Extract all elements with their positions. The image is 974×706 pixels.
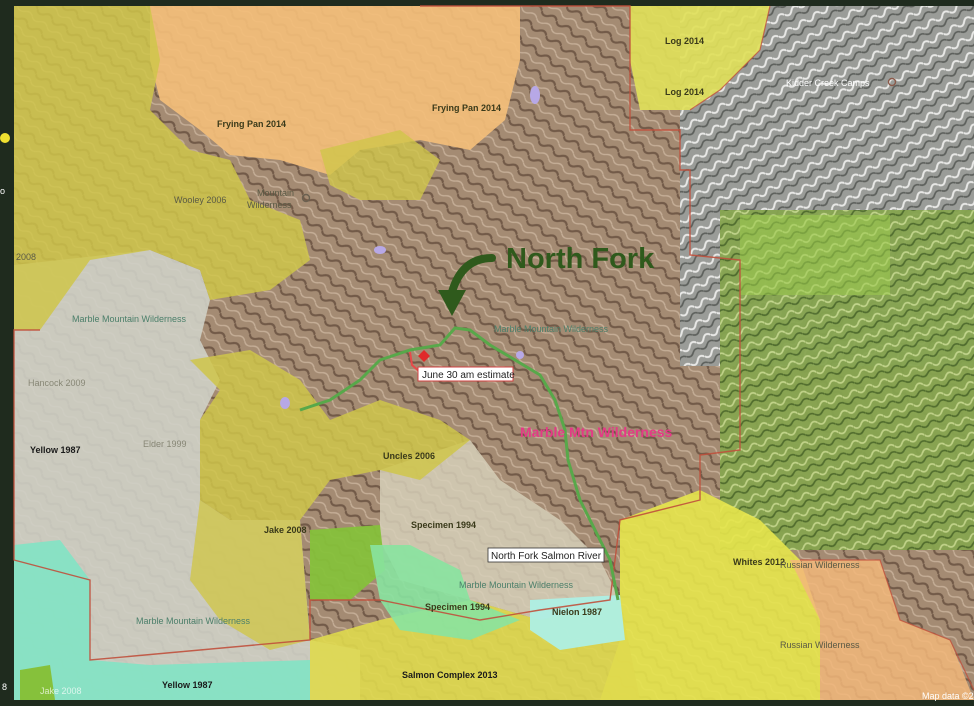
arrow-head xyxy=(438,290,466,316)
fire-nielon-1987 xyxy=(530,595,625,650)
label-uncles: Uncles 2006 xyxy=(383,451,435,461)
label-yellow-1987-bottom: Yellow 1987 xyxy=(162,680,213,690)
label-mmw-center: Marble Mountain Wilderness xyxy=(494,324,609,334)
wilderness-boundary-east xyxy=(800,559,974,691)
fire-olive-north xyxy=(320,130,440,200)
label-mmw-west: Marble Mountain Wilderness xyxy=(72,314,187,324)
camp-icon xyxy=(887,77,897,87)
label-russian: Russian Wilderness xyxy=(780,640,860,650)
wilderness-boundary-north xyxy=(689,5,771,111)
north-fork-title: North Fork xyxy=(506,243,655,275)
label-mountain: Mountain xyxy=(257,188,294,198)
label-specimen: Specimen 1994 xyxy=(411,520,476,530)
label-hancock: Hancock 2009 xyxy=(28,378,86,388)
wilderness-pink-label: Marble Mtn Wilderness xyxy=(520,424,673,440)
terrain-green-bright xyxy=(740,215,890,295)
lake xyxy=(374,246,386,254)
label-kidder-creek: Kidder Creek Camps xyxy=(786,78,870,88)
fire-jake-2008 xyxy=(190,500,310,650)
fire-frying-pan-2014 xyxy=(150,6,520,175)
label-map-data: Map data ©2016 xyxy=(922,691,974,701)
lake xyxy=(280,397,290,409)
lake xyxy=(530,86,540,104)
fire-whites-2012 xyxy=(600,490,820,700)
fire-wooley-2006 xyxy=(14,6,310,330)
label-whites: Whites 2012 xyxy=(733,557,785,567)
wilderness-boundary xyxy=(13,5,741,661)
label-elder: Elder 1999 xyxy=(143,439,187,449)
label-jake-small: Jake 2008 xyxy=(40,686,82,696)
fire-log-2014 xyxy=(630,6,770,110)
label-specimen: Specimen 1994 xyxy=(425,602,490,612)
place-pin-icon xyxy=(301,193,311,203)
lake xyxy=(516,351,524,359)
fire-start-marker-icon xyxy=(418,350,430,362)
label-frying-pan: Frying Pan 2014 xyxy=(432,103,501,113)
north-fork-salmon-river xyxy=(299,326,620,601)
label-log-2014: Log 2014 xyxy=(665,36,704,46)
label-log-2014: Log 2014 xyxy=(665,87,704,97)
river-box xyxy=(487,547,605,563)
label-jake: Jake 2008 xyxy=(264,525,307,535)
label-mmw-sw: Marble Mountain Wilderness xyxy=(136,616,251,626)
label-yellow-1987-left: Yellow 1987 xyxy=(30,445,81,455)
arrow-icon xyxy=(448,254,496,296)
edge-marker-icon xyxy=(0,133,10,143)
estimate-label: June 30 am estimate xyxy=(422,370,515,381)
edge-glyph: o xyxy=(0,186,5,196)
river-label: North Fork Salmon River xyxy=(491,551,602,562)
label-wilderness: Wilderness xyxy=(247,200,292,210)
estimate-box xyxy=(417,366,514,382)
fire-russian-south xyxy=(790,560,974,700)
label-frying-pan: Frying Pan 2014 xyxy=(217,119,286,129)
fire-green-block xyxy=(310,525,385,600)
label-mmw-south: Marble Mountain Wilderness xyxy=(459,580,574,590)
label-nielon: Nielon 1987 xyxy=(552,607,602,617)
label-2008: 2008 xyxy=(16,252,36,262)
edge-glyph: 8 xyxy=(2,682,7,692)
label-wooley: Wooley 2006 xyxy=(174,195,226,205)
fire-jake-small xyxy=(20,665,55,700)
label-russian: Russian Wilderness xyxy=(780,560,860,570)
label-salmon-complex: Salmon Complex 2013 xyxy=(402,670,498,680)
fire-specimen-1994-teal xyxy=(370,545,520,640)
fire-uncles-2006 xyxy=(190,350,470,520)
